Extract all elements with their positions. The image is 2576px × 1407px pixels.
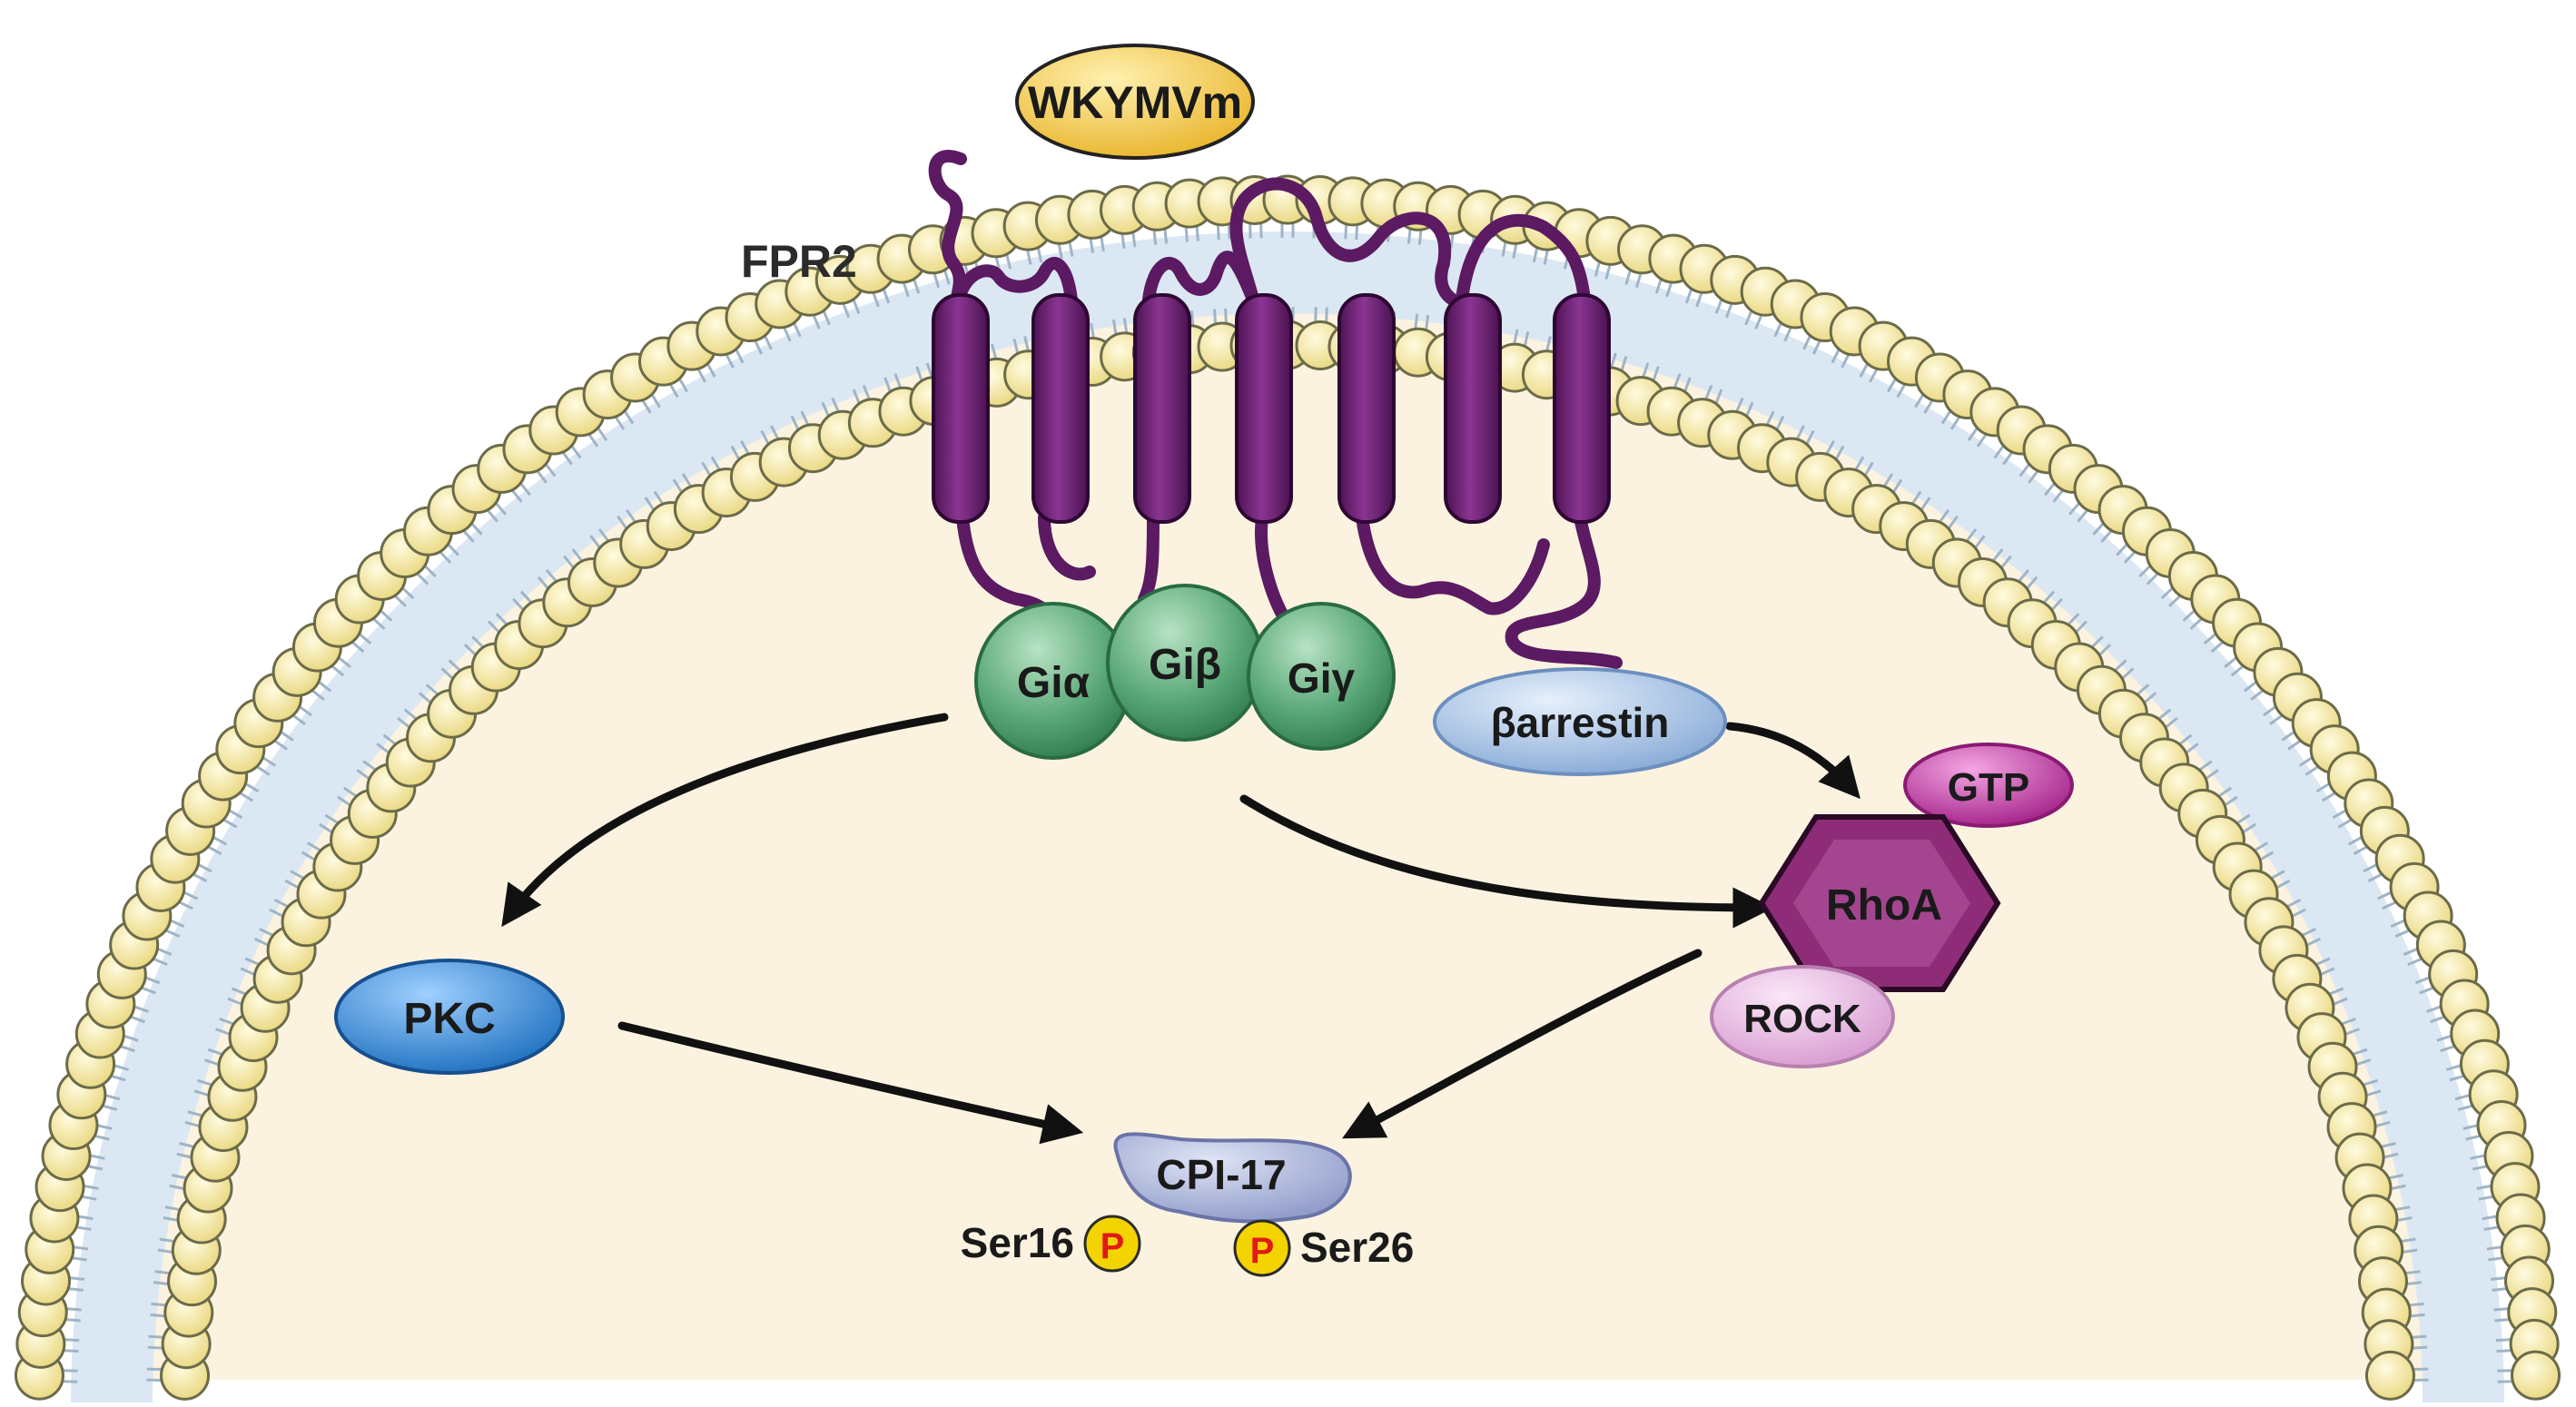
gi-gamma: Giγ — [1247, 602, 1396, 751]
lipid-head — [2511, 1350, 2561, 1401]
gi-alpha-label: Giα — [1017, 659, 1091, 707]
receptor-loop-e2 — [1142, 251, 1259, 306]
cell-membrane — [14, 174, 2561, 1407]
receptor-helix-7 — [1553, 293, 1611, 524]
ser26-label: Ser26 — [1300, 1224, 1414, 1271]
cytoplasm — [116, 254, 2459, 1380]
cpi17-label: CPI-17 — [1156, 1151, 1286, 1198]
receptor-loop-i3 — [1138, 511, 1160, 605]
pkc-label: PKC — [403, 995, 495, 1043]
beta-arrestin: βarrestin — [1433, 667, 1727, 776]
arrow-gbg-to-rhoa — [1239, 794, 1774, 929]
arrow-pkc-to-cpi17 — [617, 1021, 1084, 1145]
phospho-site-right: P — [1233, 1219, 1291, 1277]
gi-beta: Giβ — [1106, 584, 1264, 742]
pkc: PKC — [334, 959, 565, 1075]
receptor-loop-i2 — [1038, 511, 1096, 581]
phospho-left-symbol: P — [1100, 1226, 1125, 1266]
receptor-loop-e1 — [952, 257, 1078, 310]
arrows — [501, 713, 1860, 1145]
arrow-arrestin-to-rhoa — [1725, 722, 1860, 800]
arrestin-label: βarrestin — [1491, 699, 1670, 746]
gi-beta-label: Giβ — [1149, 641, 1221, 689]
receptor-loop-e3 — [1229, 177, 1459, 306]
receptor-loop-i5 — [1356, 511, 1550, 615]
gi-gamma-label: Giγ — [1288, 654, 1356, 702]
receptor-helix-1 — [932, 293, 990, 524]
receptor-loop-e4 — [1456, 213, 1591, 306]
gtp-label: GTP — [1948, 765, 2029, 810]
receptor-helix-5 — [1337, 293, 1396, 524]
rhoa-label: RhoA — [1826, 881, 1942, 930]
arrow-gi-to-pkc — [501, 713, 949, 928]
cpi-17: CPI-17 — [1113, 1132, 1352, 1224]
arrow-rhoa-to-cpi17 — [1342, 949, 1703, 1139]
receptor-helix-6 — [1444, 293, 1502, 524]
receptor-label: FPR2 — [741, 236, 857, 287]
gi-alpha: Giα — [974, 602, 1132, 760]
ser16-label: Ser16 — [961, 1219, 1074, 1266]
receptor-helix-2 — [1031, 293, 1090, 524]
ligand-wkymvm: WKYMVm — [1015, 44, 1255, 160]
phospho-right-symbol: P — [1250, 1231, 1275, 1271]
receptor-helix-4 — [1235, 293, 1293, 524]
receptor-c-terminus — [1505, 511, 1623, 669]
rock: ROCK — [1710, 965, 1895, 1068]
gtp: GTP — [1903, 743, 2074, 828]
receptor-helix-3 — [1133, 293, 1191, 524]
rock-label: ROCK — [1743, 997, 1861, 1041]
lipid-head — [2364, 1350, 2415, 1401]
phospho-site-left: P — [1083, 1215, 1141, 1273]
ligand-label: WKYMVm — [1028, 77, 1242, 128]
rhoa: RhoA — [1758, 814, 2001, 992]
